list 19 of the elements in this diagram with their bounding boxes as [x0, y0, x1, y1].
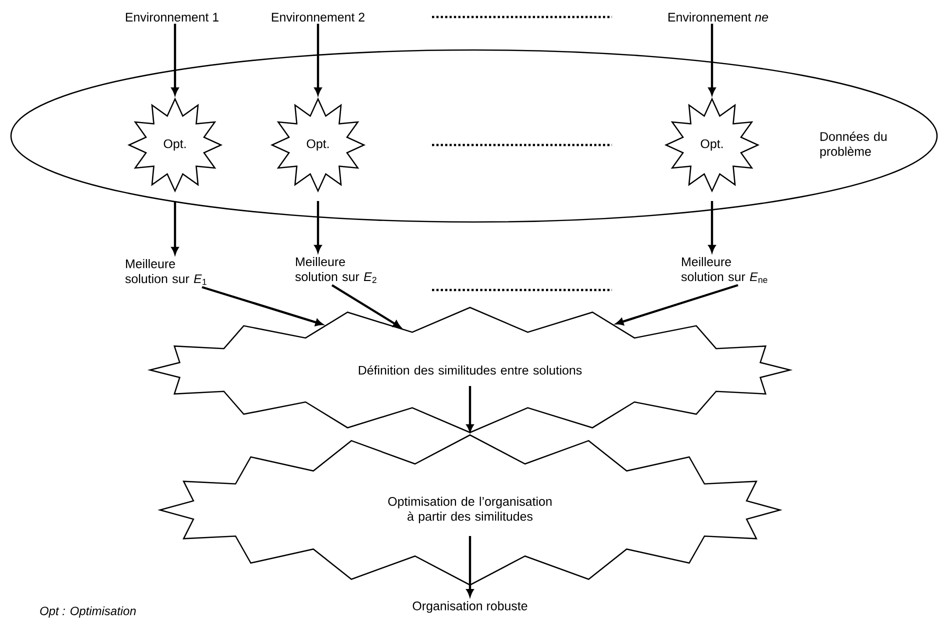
- arrow: [708, 24, 716, 95]
- text-label: Meilleure solution sur E$_{ne}$: [681, 257, 768, 283]
- arrow: [314, 201, 322, 252]
- text-label: Meilleure solution sur E$_{2}$: [295, 257, 376, 283]
- arrow: [314, 24, 322, 95]
- arrow: [171, 201, 179, 254]
- arrow: [202, 286, 323, 326]
- arrow: [466, 386, 474, 432]
- text-label: Meilleure solution sur E$_{1}$: [125, 259, 206, 285]
- arrow: [616, 284, 738, 326]
- arrow: [331, 284, 401, 328]
- text-label: Environnement 1: [126, 12, 218, 22]
- text-label: Environnement ne: [668, 12, 768, 22]
- arrow: [708, 201, 716, 252]
- arrow: [466, 536, 474, 597]
- note: Opt : Optimisation: [40, 606, 136, 618]
- arrow: [171, 24, 179, 95]
- text-label: Organisation robuste: [412, 601, 528, 613]
- text-label: Environnement 2: [272, 12, 364, 22]
